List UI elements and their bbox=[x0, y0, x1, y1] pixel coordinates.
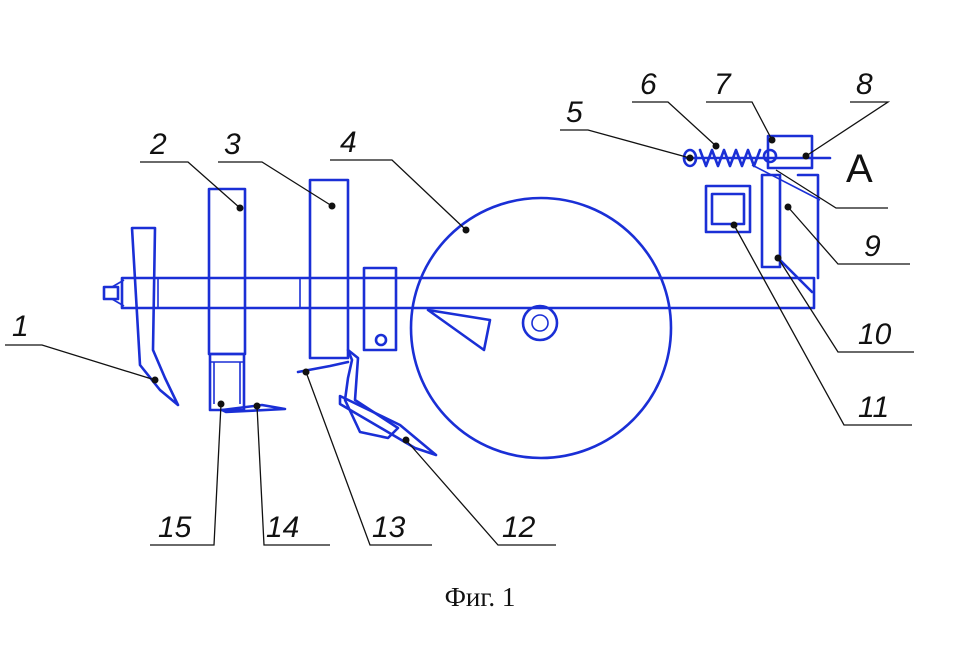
rack-2 bbox=[207, 187, 247, 356]
callout-3: 3 bbox=[224, 128, 241, 161]
callout-9: 9 bbox=[864, 230, 881, 263]
callout-6: 6 bbox=[640, 68, 657, 101]
callout-1: 1 bbox=[12, 310, 29, 343]
front-tine bbox=[130, 226, 180, 407]
share-14 bbox=[220, 403, 287, 414]
rack-3 bbox=[308, 178, 350, 360]
blade-12 bbox=[338, 394, 438, 457]
callout-8: 8 bbox=[856, 68, 873, 101]
disc-4 bbox=[409, 196, 673, 460]
callout-2: 2 bbox=[149, 128, 167, 161]
box-11 bbox=[704, 184, 752, 234]
curved-tine-13 bbox=[296, 348, 400, 440]
frame-beam bbox=[102, 276, 816, 310]
callout-13: 13 bbox=[372, 511, 406, 544]
callout-labels: 1 2 3 4 5 6 7 8 9 10 11 12 13 14 15 A bbox=[12, 68, 892, 544]
callout-4: 4 bbox=[340, 126, 357, 159]
callout-12: 12 bbox=[502, 511, 536, 544]
shank-15 bbox=[208, 352, 246, 412]
callout-7: 7 bbox=[714, 68, 732, 101]
view-letter: A bbox=[846, 147, 873, 191]
callout-11: 11 bbox=[858, 391, 889, 424]
leaders bbox=[5, 101, 914, 546]
callout-14: 14 bbox=[266, 511, 299, 544]
figure-caption: Фиг. 1 bbox=[444, 582, 516, 612]
callout-5: 5 bbox=[566, 96, 583, 129]
callout-15: 15 bbox=[158, 511, 192, 544]
rear-stand bbox=[760, 173, 820, 294]
callout-10: 10 bbox=[858, 318, 892, 351]
clamp-bracket bbox=[362, 266, 398, 352]
